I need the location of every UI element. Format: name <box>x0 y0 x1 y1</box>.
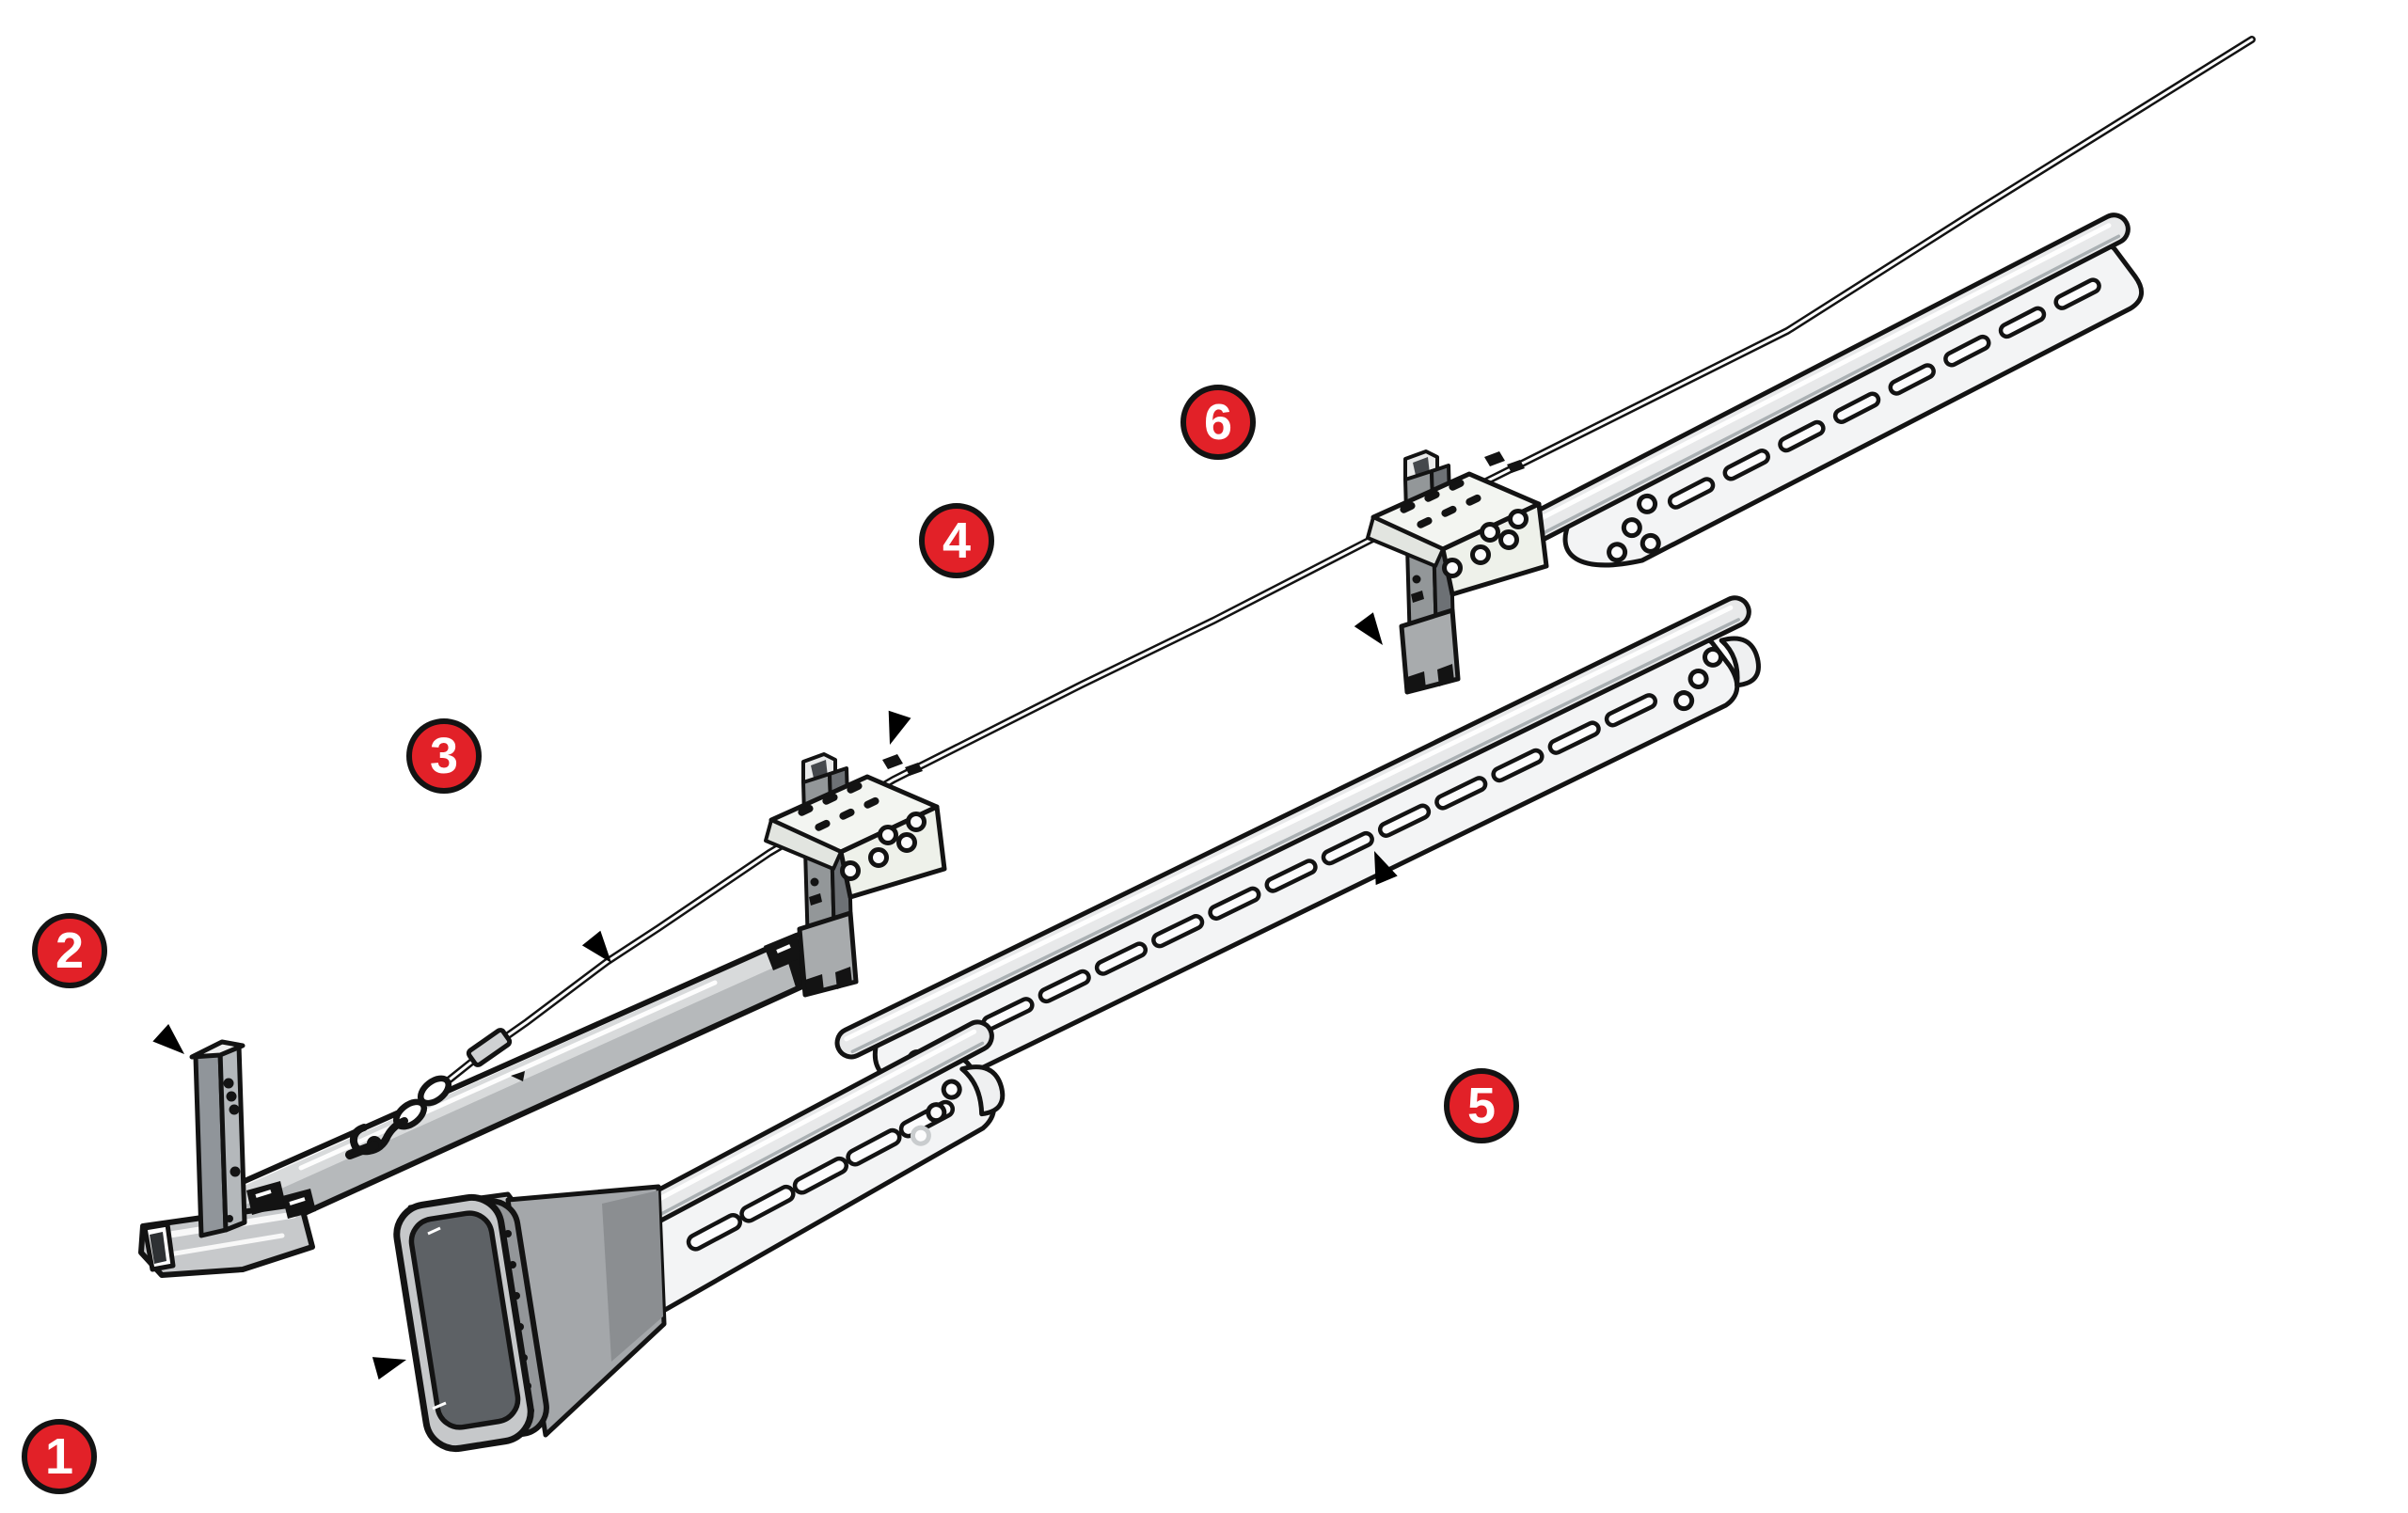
callout-arrows <box>97 578 1466 1446</box>
callout-4-arrowhead <box>888 710 911 745</box>
callout-1-arrowhead <box>372 1357 406 1380</box>
callout-3-arrowhead <box>581 930 611 963</box>
callout-4-leader <box>898 578 944 719</box>
callout-2: 2 <box>32 913 107 988</box>
callout-2-arrowhead <box>152 1023 184 1054</box>
callout-5-leader <box>1385 875 1466 1069</box>
callout-1: 1 <box>22 1419 97 1494</box>
cable-hanger-bracket-rear <box>1368 451 1546 692</box>
end-cap-opening <box>408 1210 521 1430</box>
callout-3: 3 <box>406 718 482 794</box>
wall-bracket <box>138 1039 316 1278</box>
callout-5: 5 <box>1444 1068 1519 1143</box>
turnbuckle-chain <box>345 1028 513 1159</box>
upper-guard-rail <box>1505 213 2144 568</box>
lower-guard-rail <box>613 1019 1006 1314</box>
middle-guard-rail <box>834 595 1761 1092</box>
callout-1-leader <box>97 1367 381 1446</box>
boom-end-cap <box>393 1184 667 1453</box>
callout-6-arrowhead <box>1354 612 1383 645</box>
support-cable <box>427 36 2256 1098</box>
boom-notch <box>511 1071 525 1081</box>
callout-4: 4 <box>919 503 994 578</box>
callout-3-leader <box>468 787 594 943</box>
callout-2-leader <box>99 977 165 1036</box>
callout-5-arrowhead <box>1374 851 1398 886</box>
callout-6: 6 <box>1180 385 1256 460</box>
